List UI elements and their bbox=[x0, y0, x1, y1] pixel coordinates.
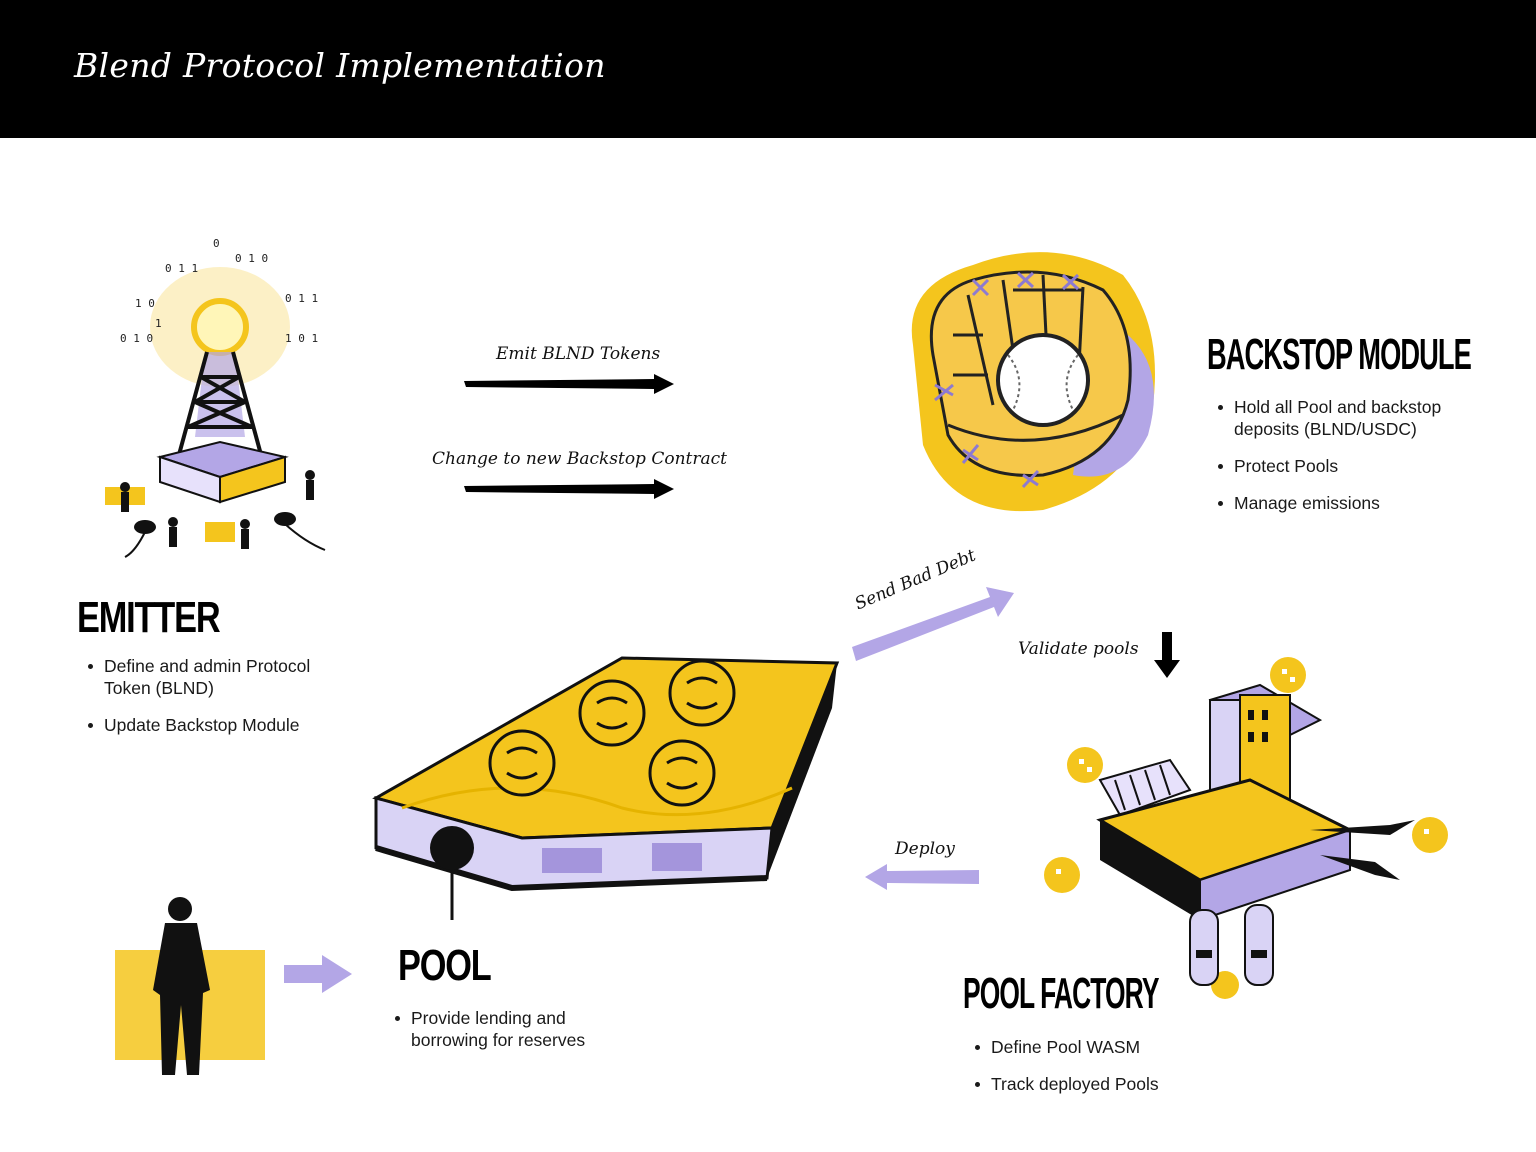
svg-text:1 0 1: 1 0 1 bbox=[285, 332, 318, 345]
pool-bullets: Provide lending and borrowing for reserv… bbox=[393, 1007, 633, 1066]
emit-tokens-arrow bbox=[464, 374, 674, 394]
validate-pools-label: Validate pools bbox=[1018, 639, 1139, 659]
pool-bullet-1: Provide lending and borrowing for reserv… bbox=[393, 1007, 633, 1051]
backstop-bullet-2: Protect Pools bbox=[1216, 455, 1486, 477]
factory-machine-icon bbox=[1044, 657, 1448, 999]
validate-pools-arrow bbox=[1154, 632, 1180, 678]
svg-text:1: 1 bbox=[155, 317, 162, 330]
person-silhouette-icon bbox=[115, 897, 265, 1075]
radio-tower-icon: 0 1 1 0 1 0 1 0 0 1 1 0 1 0 1 0 1 0 1 bbox=[105, 237, 326, 558]
backstop-bullet-1: Hold all Pool and backstop deposits (BLN… bbox=[1216, 396, 1486, 440]
factory-bullet-1: Define Pool WASM bbox=[973, 1036, 1233, 1058]
change-backstop-arrow bbox=[464, 479, 674, 499]
svg-text:0 1 1: 0 1 1 bbox=[285, 292, 318, 305]
pool-tray-icon bbox=[372, 656, 840, 920]
svg-text:0 1 0: 0 1 0 bbox=[235, 252, 268, 265]
factory-title: POOL FACTORY bbox=[963, 969, 1159, 1018]
backstop-title: BACKSTOP MODULE bbox=[1207, 330, 1472, 379]
change-backstop-label: Change to new Backstop Contract bbox=[432, 449, 727, 469]
user-to-pool-arrow bbox=[284, 955, 352, 993]
svg-text:0: 0 bbox=[213, 237, 220, 250]
emitter-bullet-2: Update Backstop Module bbox=[86, 714, 346, 736]
deploy-arrow bbox=[865, 864, 979, 890]
backstop-bullet-3: Manage emissions bbox=[1216, 492, 1486, 514]
backstop-bullets: Hold all Pool and backstop deposits (BLN… bbox=[1216, 396, 1486, 529]
svg-text:0 1 1: 0 1 1 bbox=[165, 262, 198, 275]
deploy-label: Deploy bbox=[895, 839, 955, 859]
emit-tokens-label: Emit BLND Tokens bbox=[496, 344, 661, 364]
svg-text:1 0: 1 0 bbox=[135, 297, 155, 310]
send-bad-debt-arrow bbox=[852, 587, 1014, 661]
header-bar: Blend Protocol Implementation bbox=[0, 0, 1536, 138]
page-title: Blend Protocol Implementation bbox=[74, 46, 606, 85]
factory-bullets: Define Pool WASM Track deployed Pools bbox=[973, 1036, 1233, 1110]
baseball-glove-icon bbox=[911, 252, 1155, 512]
factory-bullet-2: Track deployed Pools bbox=[973, 1073, 1233, 1095]
pool-title: POOL bbox=[398, 941, 492, 990]
emitter-bullets: Define and admin Protocol Token (BLND) U… bbox=[86, 655, 346, 751]
svg-text:0 1 0: 0 1 0 bbox=[120, 332, 153, 345]
emitter-bullet-1: Define and admin Protocol Token (BLND) bbox=[86, 655, 346, 699]
emitter-title: EMITTER bbox=[77, 593, 221, 642]
